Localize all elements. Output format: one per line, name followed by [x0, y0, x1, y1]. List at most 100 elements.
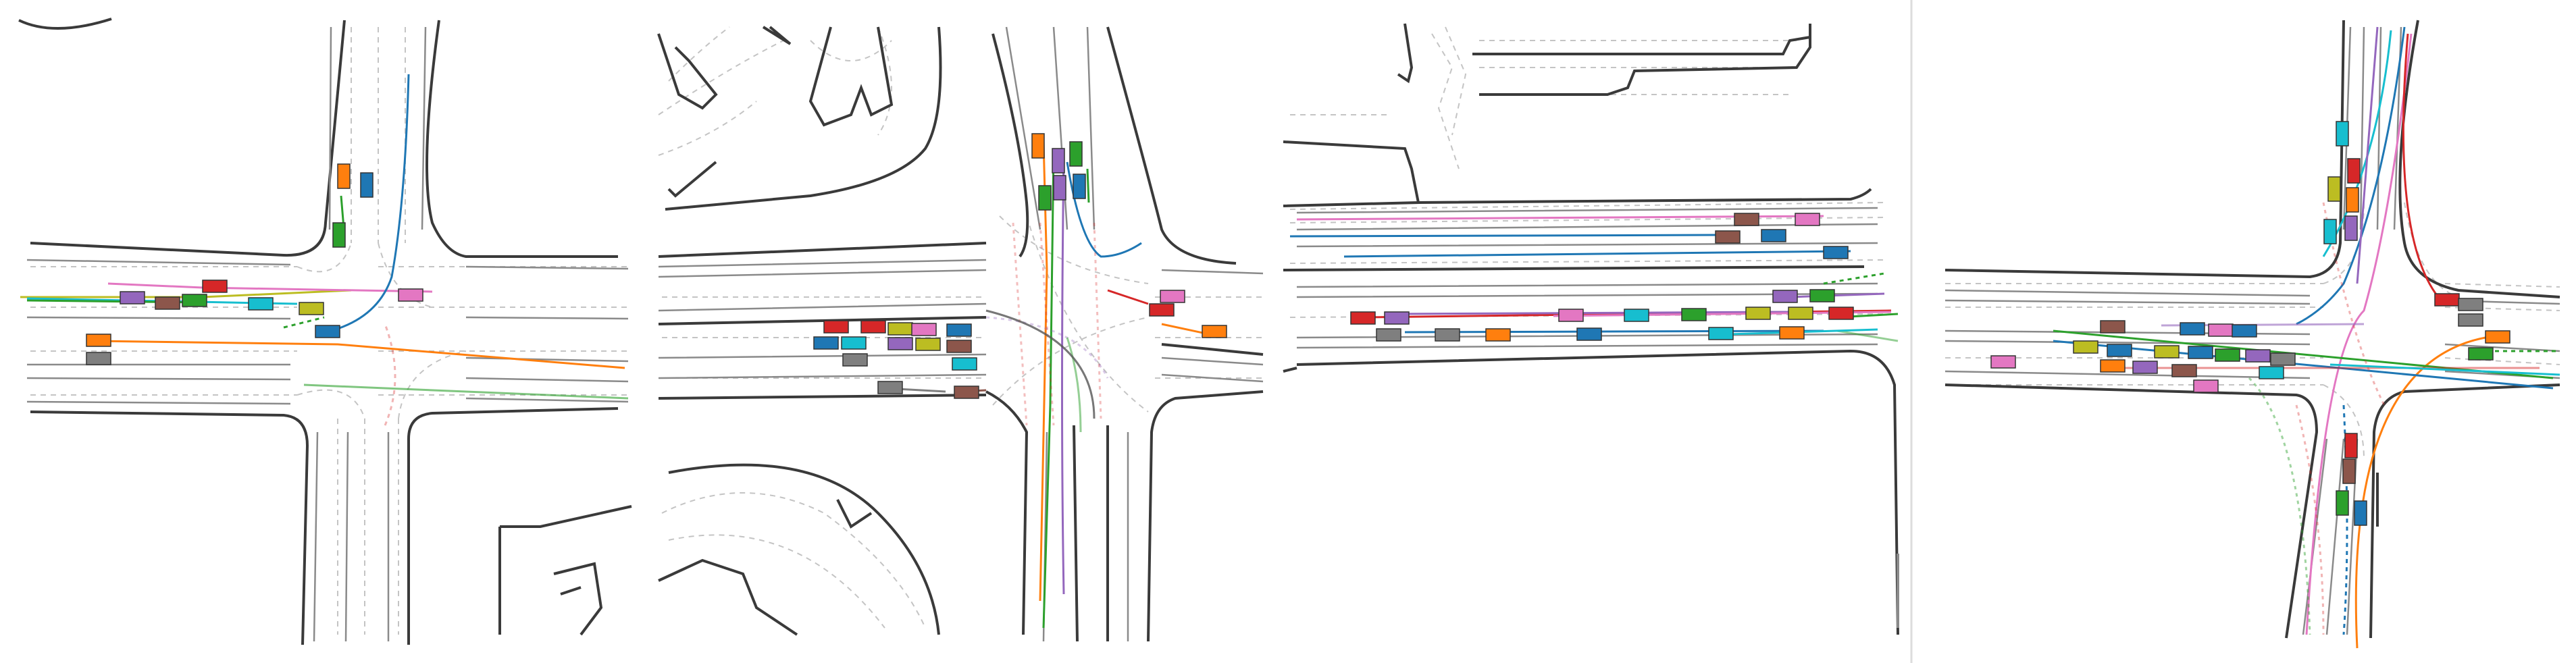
panel-intersection-2 — [657, 26, 1264, 642]
vehicle — [1376, 328, 1401, 342]
vehicle — [1031, 133, 1045, 159]
vehicle — [1038, 185, 1052, 211]
vehicle — [842, 353, 868, 367]
vehicle — [2154, 345, 2180, 359]
vehicle — [1576, 327, 1602, 341]
vehicle — [813, 336, 839, 350]
vehicle — [1485, 328, 1511, 342]
vehicle — [1384, 311, 1410, 325]
vehicle — [1823, 246, 1849, 259]
panel-intersection-3 — [1944, 20, 2560, 649]
vehicle — [2208, 323, 2234, 337]
vehicle — [1734, 213, 1759, 226]
trajectory-traces — [884, 141, 1210, 629]
vehicle — [2245, 349, 2271, 363]
vehicles — [86, 163, 423, 365]
vehicle — [2354, 500, 2367, 526]
vehicle — [1745, 307, 1771, 320]
road-edges — [18, 18, 632, 645]
vehicle — [2458, 298, 2483, 311]
vehicle — [2107, 344, 2132, 357]
vehicle — [2468, 347, 2494, 361]
vehicles — [1990, 121, 2510, 526]
vehicle — [946, 323, 972, 337]
vehicles — [1350, 213, 1854, 342]
vehicle — [877, 381, 903, 394]
panel-straight-road — [1283, 23, 1899, 635]
panel-intersection-1 — [18, 18, 632, 645]
vehicle — [1761, 229, 1786, 242]
vehicle — [2346, 187, 2359, 213]
vehicle — [182, 294, 207, 307]
vehicle — [2188, 346, 2213, 359]
vehicle — [915, 338, 941, 351]
vehicle — [2215, 348, 2240, 362]
vehicles — [813, 133, 1227, 399]
vehicle — [1788, 307, 1813, 320]
vehicle — [2100, 359, 2126, 373]
vehicle — [360, 172, 373, 198]
vehicle — [1715, 230, 1741, 244]
vehicle — [1681, 308, 1707, 321]
vehicle — [1202, 325, 1227, 338]
vehicle — [1795, 213, 1820, 226]
vehicle — [911, 323, 937, 336]
vehicle — [860, 320, 886, 334]
vehicle — [954, 386, 979, 399]
vehicle — [2232, 324, 2257, 338]
lane-lines — [26, 26, 629, 642]
vehicle — [2259, 366, 2284, 379]
vehicle — [1160, 290, 1185, 303]
vehicle — [1053, 175, 1066, 201]
vehicle — [1809, 289, 1835, 302]
vehicle — [1073, 174, 1086, 199]
dashed-lane-guides — [658, 26, 1263, 629]
vehicle — [1624, 309, 1649, 322]
vehicle — [946, 340, 972, 353]
vehicle — [2073, 340, 2098, 354]
vehicle — [1828, 307, 1854, 320]
vehicle — [887, 322, 913, 336]
trajectory-traces — [2053, 26, 2560, 649]
trajectory-traces — [1289, 215, 1899, 342]
vehicle — [2193, 379, 2219, 393]
vehicle — [2344, 433, 2358, 458]
vehicle — [202, 280, 228, 293]
vehicle — [1435, 328, 1460, 342]
vehicle — [2270, 352, 2296, 366]
vehicle — [2323, 219, 2337, 244]
vehicle — [2342, 458, 2356, 484]
vehicle — [2100, 320, 2126, 334]
vehicle — [1779, 326, 1805, 340]
vehicle — [1772, 290, 1798, 303]
vehicle — [248, 297, 274, 311]
vehicle — [2171, 364, 2197, 377]
vehicle — [86, 334, 111, 347]
vehicle — [2336, 490, 2349, 516]
vehicle — [2485, 330, 2510, 344]
vehicle — [299, 302, 324, 315]
vehicle — [2434, 293, 2460, 307]
vehicle — [1708, 327, 1734, 340]
vehicle — [2180, 322, 2205, 336]
vehicle — [887, 337, 913, 350]
vehicle — [120, 291, 145, 304]
vehicle — [1069, 141, 1083, 167]
lane-lines — [1296, 207, 1878, 349]
trajectory-traces — [20, 74, 629, 426]
road-edges — [657, 26, 1264, 642]
vehicle — [2327, 176, 2341, 202]
vehicle — [2336, 121, 2349, 147]
vehicle — [315, 325, 340, 338]
road-edges — [1283, 23, 1899, 635]
vehicle — [2344, 215, 2358, 241]
vehicle — [1350, 311, 1376, 325]
road-edges — [1944, 20, 2560, 639]
vehicle — [1052, 148, 1065, 174]
dashed-lane-guides — [1289, 26, 1885, 318]
vehicle — [332, 222, 346, 248]
vehicle — [841, 336, 867, 350]
vehicle — [1990, 355, 2016, 369]
vehicle — [1149, 303, 1175, 317]
